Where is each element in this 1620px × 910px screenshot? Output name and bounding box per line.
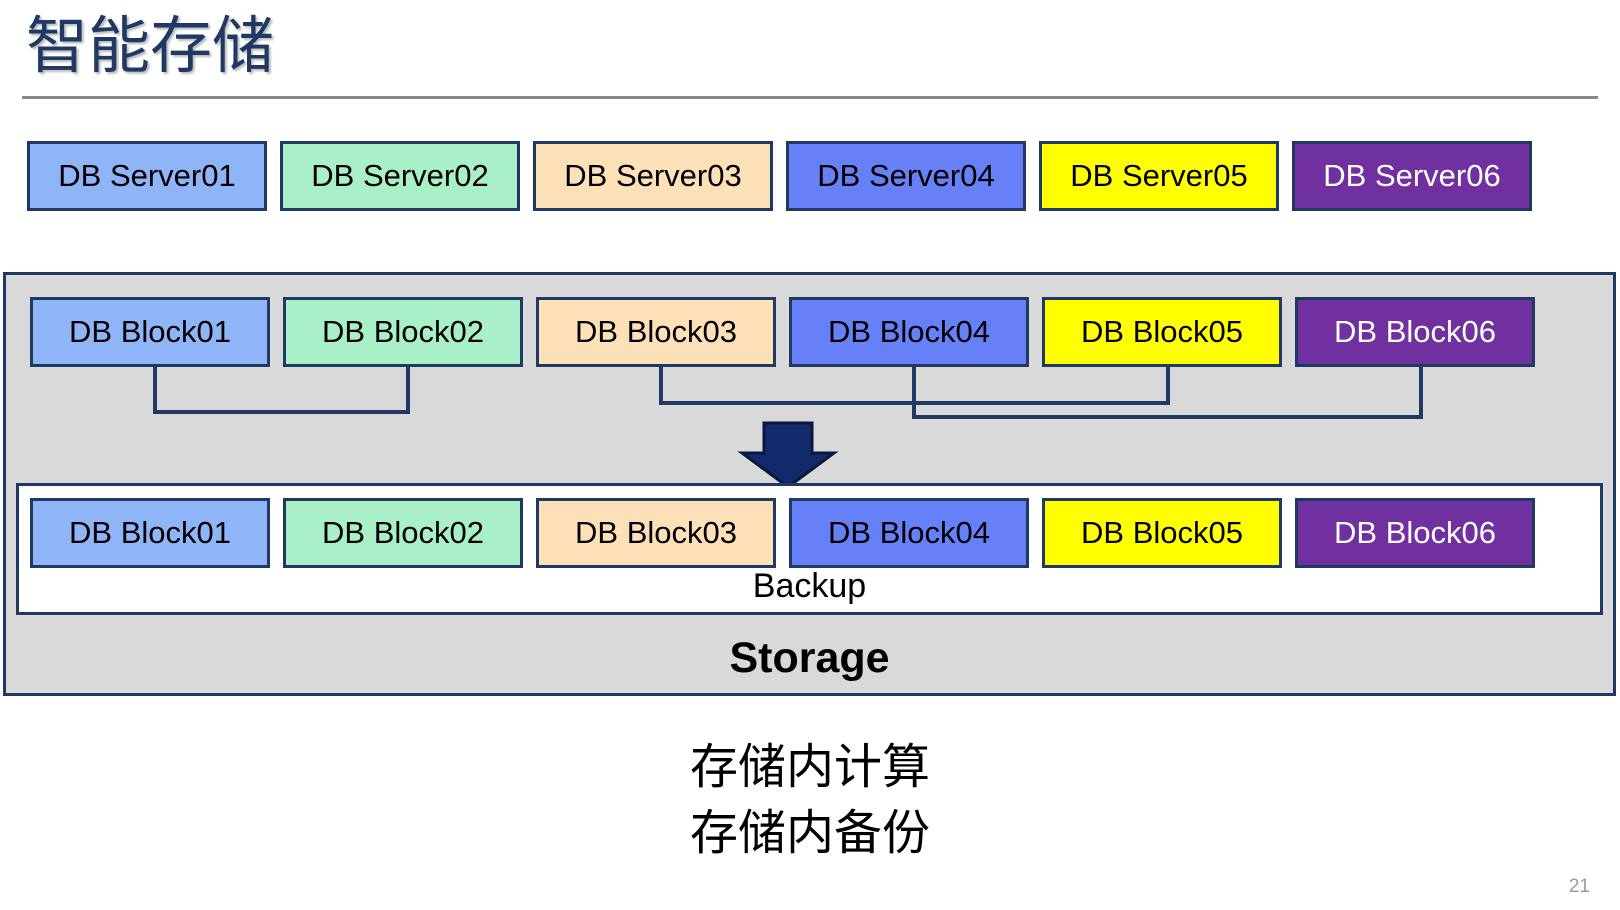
backup-panel: DB Block01 DB Block02 DB Block03 DB Block04… [16,483,1603,615]
title-divider [22,96,1598,99]
db-block-label: DB Block05 [1081,314,1243,349]
backup-db-block-1[interactable]: DB Block01 [30,498,270,568]
backup-db-block-label: DB Block04 [828,515,990,550]
db-server-label: DB Server05 [1070,158,1248,193]
db-block-label: DB Block03 [575,314,737,349]
database-server-tier: DB Server01 DB Server02 DB Server03 DB Serv… [0,141,1620,211]
db-server-label: DB Server01 [58,158,236,193]
backup-db-block-3[interactable]: DB Block03 [536,498,776,568]
page-number: 21 [1568,876,1590,897]
backup-db-block-label: DB Block02 [322,515,484,550]
database-block-tier: DB Block01 DB Block02 DB Block03 DB Block04… [6,297,1613,367]
db-server-label: DB Server06 [1323,158,1501,193]
db-block-5[interactable]: DB Block05 [1042,297,1282,367]
db-block-2[interactable]: DB Block02 [283,297,523,367]
caption-line-2: 存储内备份 [689,807,930,860]
backup-db-block-2[interactable]: DB Block02 [283,498,523,568]
backup-db-block-label: DB Block05 [1081,515,1243,550]
db-server-label: DB Server03 [564,158,742,193]
down-arrow-icon [737,421,839,489]
backup-db-block-4[interactable]: DB Block04 [789,498,1029,568]
backup-db-block-label: DB Block03 [575,515,737,550]
db-server-label: DB Server04 [817,158,995,193]
db-server-6[interactable]: DB Server06 [1292,141,1532,211]
db-block-label: DB Block04 [828,314,990,349]
db-server-1[interactable]: DB Server01 [27,141,267,211]
slide-caption: 存储内计算 存储内备份 [0,735,1620,867]
db-server-5[interactable]: DB Server05 [1039,141,1279,211]
db-server-2[interactable]: DB Server02 [280,141,520,211]
backup-db-block-6[interactable]: DB Block06 [1295,498,1535,568]
db-server-4[interactable]: DB Server04 [786,141,1026,211]
db-block-label: DB Block06 [1334,314,1496,349]
caption-line-1: 存储内计算 [689,741,930,794]
storage-container: DB Block01 DB Block02 DB Block03 DB Block04… [3,272,1616,696]
db-server-3[interactable]: DB Server03 [533,141,773,211]
db-block-label: DB Block01 [69,314,231,349]
storage-label: Storage [729,634,890,682]
db-block-label: DB Block02 [322,314,484,349]
backup-db-block-label: DB Block01 [69,515,231,550]
page-title: 智能存储 [26,12,275,81]
backup-db-block-label: DB Block06 [1334,515,1496,550]
backup-db-block-5[interactable]: DB Block05 [1042,498,1282,568]
backup-tier: DB Block01 DB Block02 DB Block03 DB Block04… [6,498,1613,568]
backup-label: Backup [752,567,867,605]
db-block-1[interactable]: DB Block01 [30,297,270,367]
db-block-3[interactable]: DB Block03 [536,297,776,367]
db-server-label: DB Server02 [311,158,489,193]
db-block-6[interactable]: DB Block06 [1295,297,1535,367]
db-block-4[interactable]: DB Block04 [789,297,1029,367]
